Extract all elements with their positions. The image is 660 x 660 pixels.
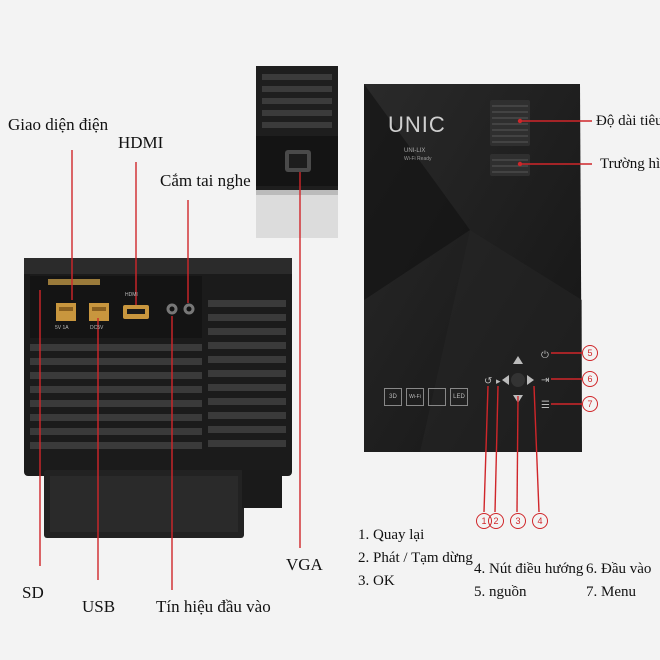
power-icon: ⏻ — [541, 350, 549, 361]
tagline-text: Wi-Fi Ready — [404, 156, 432, 162]
menu-icon: ☰ — [541, 400, 550, 411]
port1-label: 5V 1A — [55, 325, 69, 331]
callout-number-3: 3 — [510, 513, 526, 529]
legend-col-1: 1. Quay lại 2. Phát / Tạm dừng 3. OK — [358, 524, 473, 593]
callout-number-7: 7 — [582, 396, 598, 412]
badge-mode — [428, 388, 446, 406]
port2-label: DC5V — [90, 325, 104, 331]
nav-up-icon — [513, 356, 523, 364]
input-icon: ⇥ — [541, 375, 549, 386]
badge-3d: 3D — [384, 388, 402, 406]
label-power-interface: Giao diện điện — [8, 115, 109, 134]
focus-wheel — [490, 100, 530, 146]
projector-top-view: ↺ ▸ ⏻ ⇥ ☰ — [364, 84, 592, 513]
projector-back-view — [24, 258, 292, 538]
left-callout-lines — [39, 150, 301, 590]
legend-item: 3. OK — [358, 573, 395, 589]
label-usb: USB — [82, 597, 116, 616]
label-hdmi: HDMI — [118, 133, 164, 152]
back-icon: ↺ — [484, 376, 492, 387]
callout-lines — [483, 120, 592, 513]
legend-item: 6. Đầu vào — [586, 561, 652, 577]
play-pause-icon: ▸ — [496, 377, 501, 387]
label-vga: VGA — [286, 555, 323, 574]
callout-number-6: 6 — [582, 371, 598, 387]
hdmi-port-label: HDMI — [125, 292, 138, 298]
power-port — [89, 303, 109, 321]
nav-right-icon — [527, 375, 534, 385]
badge-wifi: Wi-Fi — [406, 388, 424, 406]
legend-item: 4. Nút điều hướng — [474, 561, 584, 577]
brand-logo: UNIC — [388, 112, 446, 137]
vga-zoom-inset — [256, 66, 338, 238]
usb-port — [56, 303, 76, 321]
callout-number-5: 5 — [582, 345, 598, 361]
legend-col-2: 4. Nút điều hướng 5. nguồn — [474, 558, 583, 604]
callout-number-4: 4 — [532, 513, 548, 529]
legend-item: 5. nguồn — [474, 584, 527, 600]
legend-item: 1. Quay lại — [358, 527, 425, 543]
label-headphone: Cắm tai nghe — [160, 171, 251, 190]
legend-item: 2. Phát / Tạm dừng — [358, 550, 473, 566]
callout-number-2: 2 — [488, 513, 504, 529]
ok-button — [511, 373, 525, 387]
label-focus: Độ dài tiêu cự — [596, 113, 660, 129]
model-text: UNI-LIX — [404, 148, 426, 154]
nav-left-icon — [502, 375, 509, 385]
legend-item: 7. Menu — [586, 584, 636, 600]
legend-col-3: 6. Đầu vào 7. Menu — [586, 558, 651, 604]
label-sd: SD — [22, 583, 44, 602]
label-input-signal: Tín hiệu đầu vào — [156, 597, 271, 616]
label-keystone: Trường hình — [600, 156, 660, 172]
badge-led: LED — [450, 388, 468, 406]
feature-badges: 3D Wi-Fi LED — [384, 388, 468, 406]
